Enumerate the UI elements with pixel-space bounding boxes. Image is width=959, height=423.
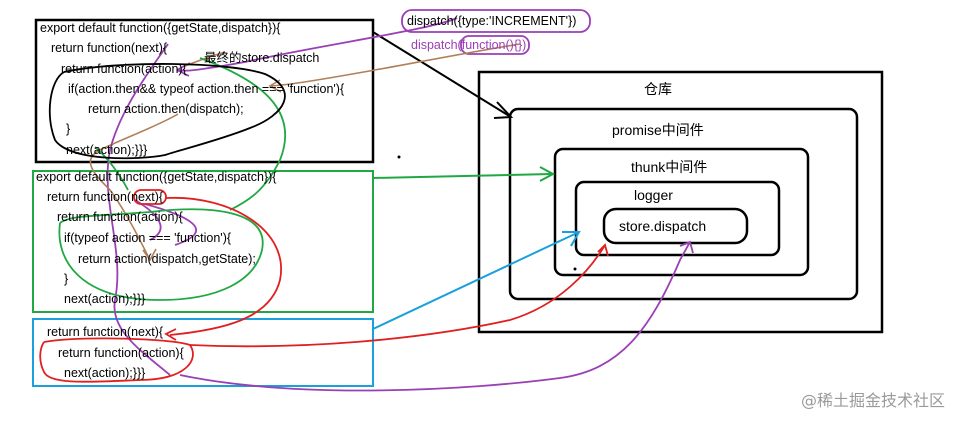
promise-code-line-4: if(action.then&& typeof action.then === … <box>68 82 345 96</box>
promise-connector-arrow <box>372 31 514 119</box>
logger-layer-label: logger <box>634 187 673 203</box>
promise-layer-label: promise中间件 <box>612 122 704 138</box>
thunk-connector-arrow <box>372 166 556 182</box>
final-dispatch-note: 最终的store.dispatch <box>204 51 320 65</box>
store-dispatch-label: store.dispatch <box>619 218 707 234</box>
thunk-code-line-1: export default function({getState,dispat… <box>36 170 277 184</box>
green-flow-strokes <box>58 57 287 301</box>
dispatch-call-note: dispatch({type:'INCREMENT'}) <box>407 14 577 28</box>
promise-code-line-5: return action.then(dispatch); <box>88 102 244 116</box>
thunk-code-line-6: } <box>64 272 69 286</box>
logger-connector-arrow <box>372 231 581 330</box>
thunk-layer-label: thunk中间件 <box>631 159 708 175</box>
thunk-code-line-5: return action(dispatch,getState); <box>78 252 256 266</box>
promise-code-line-6: } <box>66 122 71 136</box>
purple-flow-strokes <box>106 9 694 392</box>
warehouse-box <box>477 70 884 334</box>
stray-dot <box>397 155 401 159</box>
thunk-code-line-7: next(action);}}} <box>64 292 146 306</box>
watermark: @稀土掘金技术社区 <box>800 391 945 410</box>
thunk-code-frame <box>32 170 374 313</box>
promise-code-line-7: next(action);}}} <box>66 143 148 157</box>
promise-code-line-2: return function(next){ <box>51 41 168 55</box>
black-flow-strokes <box>48 63 286 160</box>
promise-code-line-3: return function(action){ <box>61 62 187 76</box>
dispatch-function-note: dispatch(function(){}) <box>411 38 527 52</box>
thunk-code-line-2: return function(next){ <box>47 190 164 204</box>
brown-flow-strokes <box>89 43 521 262</box>
promise-code-line-1: export default function({getState,dispat… <box>40 21 281 35</box>
stray-dot-2 <box>573 267 577 271</box>
thunk-code-line-3: return function(action){ <box>57 210 183 224</box>
red-flow-strokes <box>39 189 609 383</box>
promise-layer-box <box>508 107 859 301</box>
warehouse-label: 仓库 <box>644 81 672 97</box>
logger-code-frame <box>32 318 374 387</box>
promise-code-frame <box>34 18 375 164</box>
logger-layer-box <box>574 180 781 257</box>
logger-code-line-3: next(action);}}} <box>64 366 146 380</box>
logger-code-line-2: return function(action){ <box>58 346 184 360</box>
thunk-layer-box <box>553 147 810 277</box>
store-dispatch-box <box>602 207 749 245</box>
logger-code-line-1: return function(next){ <box>47 325 164 339</box>
thunk-code-line-4: if(typeof action === 'function'){ <box>64 231 232 245</box>
